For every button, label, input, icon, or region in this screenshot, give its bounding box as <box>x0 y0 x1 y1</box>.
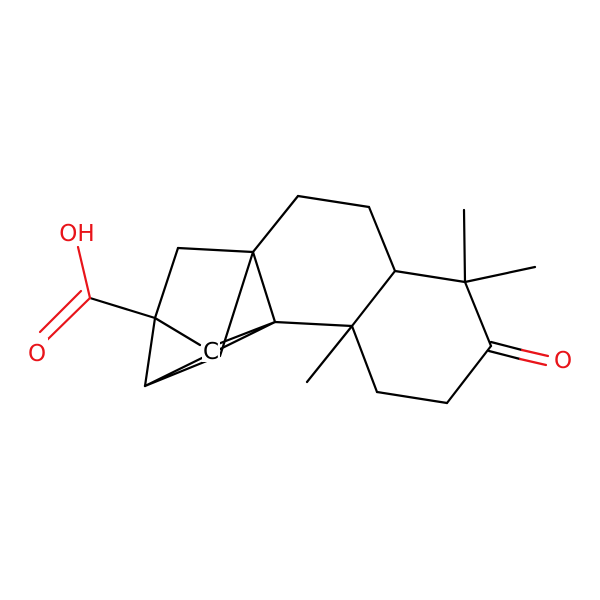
bond-ring3-2 <box>463 280 493 348</box>
carbonyl-oxygen-label: O <box>28 341 46 367</box>
bond-ketone-1 <box>489 340 524 352</box>
bond-ketone-2-o <box>518 357 548 367</box>
bond-cage-3 <box>143 316 157 388</box>
bond-c-o-double-1 <box>45 296 92 342</box>
right-ring <box>350 269 493 405</box>
atom-label-hydroxyl: OH <box>54 218 100 247</box>
ketone-oxygen-label: O <box>554 348 572 374</box>
bond-ring2-3 <box>367 205 397 273</box>
bond-ring2-4 <box>350 269 397 328</box>
atom-label-bridge-carbon: C <box>202 338 220 365</box>
bond-c-cooh <box>88 296 157 320</box>
bond-cage-7 <box>216 320 277 346</box>
bond-gem-methyl-2 <box>463 265 537 284</box>
bond-c-o-double-2 <box>38 289 83 334</box>
atom-label-ketone-oxygen: O <box>551 345 575 374</box>
bridged-cage <box>143 246 277 388</box>
carboxylic-acid-group <box>38 245 157 342</box>
bond-cage-8 <box>251 250 277 324</box>
bond-cage-9 <box>218 250 255 358</box>
bond-gem-methyl-1 <box>462 208 467 284</box>
bond-angular-methyl <box>305 324 354 384</box>
ketone-group <box>487 340 550 367</box>
bond-cage-4 <box>153 316 202 347</box>
bond-ketone-2 <box>487 349 522 361</box>
bond-cage-1 <box>153 246 180 320</box>
atom-label-carbonyl-oxygen: O <box>26 338 48 367</box>
bond-ring3-4 <box>375 390 449 405</box>
bond-ring2-2 <box>296 194 371 209</box>
bond-cage-2 <box>176 246 255 254</box>
middle-ring <box>251 194 397 328</box>
hydroxyl-label: OH <box>59 221 94 247</box>
bridge-carbon-label: C <box>203 339 219 365</box>
bond-ring3-3 <box>445 344 493 405</box>
bond-ring3-1 <box>393 269 467 284</box>
bond-ring2-5 <box>273 320 354 328</box>
bond-ring2-1 <box>251 194 300 254</box>
bond-c-oh <box>76 245 92 300</box>
bond-ketone-1-o <box>520 348 550 358</box>
bond-ring3-5 <box>350 324 379 394</box>
